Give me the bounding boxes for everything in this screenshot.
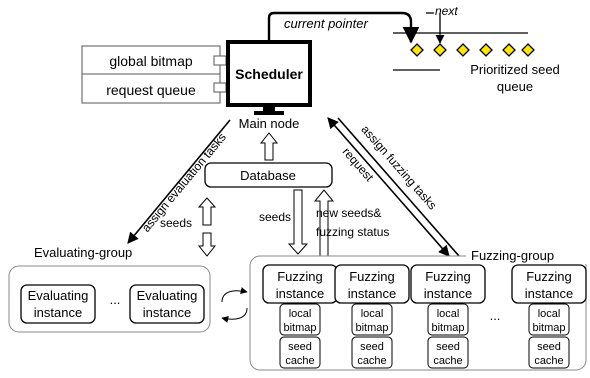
seed-diamond bbox=[410, 43, 424, 57]
fuzzing-group: Fuzzing-group Fuzzing instance local bitmap… bbox=[249, 248, 588, 371]
database-box: Database bbox=[204, 162, 333, 188]
seed-cache bbox=[427, 336, 469, 369]
database-to-main-arrow bbox=[259, 132, 279, 161]
seed-cache bbox=[528, 336, 570, 369]
database-label: Database bbox=[240, 168, 296, 183]
queue-title-line1: Prioritized seed bbox=[470, 62, 560, 77]
seed-cache-line1: seed bbox=[436, 341, 460, 353]
local-bitmap-line1: local bbox=[437, 308, 460, 320]
queue-title-line2: queue bbox=[497, 79, 533, 94]
local-bitmap-line1: local bbox=[289, 308, 312, 320]
fuzzing-instance-line2: instance bbox=[525, 286, 573, 301]
seed-cache-line2: cache bbox=[433, 355, 462, 367]
scheduler-monitor: Scheduler bbox=[226, 40, 312, 115]
seed-diamond bbox=[502, 43, 516, 57]
seeds-mid-label: seeds bbox=[259, 210, 291, 224]
current-pointer: current pointer bbox=[267, 11, 420, 44]
fuzzing-instance bbox=[511, 264, 587, 304]
seeds-left-arrow: seeds bbox=[160, 197, 217, 257]
fuzzing-instance-line1: Fuzzing bbox=[277, 269, 323, 284]
seeds-left-label: seeds bbox=[160, 216, 192, 230]
evaluating-instance-line2: instance bbox=[143, 305, 191, 320]
fuzzing-instance-line2: instance bbox=[424, 286, 472, 301]
evaluating-instance-line1: Evaluating bbox=[28, 288, 89, 303]
fuzzing-instance-line1: Fuzzing bbox=[349, 269, 395, 284]
prioritized-seed-queue: Prioritized seed queue bbox=[393, 32, 560, 94]
seed-cache-line2: cache bbox=[357, 355, 386, 367]
fuzzing-instances: Fuzzing instance local bitmap seed cache Fuzzi… bbox=[262, 264, 587, 369]
seed-cache bbox=[351, 336, 393, 369]
seed-diamonds bbox=[410, 43, 535, 57]
seed-cache-line2: cache bbox=[285, 355, 314, 367]
request-queue-label: request queue bbox=[106, 82, 196, 98]
seed-cache-line1: seed bbox=[288, 341, 312, 353]
seed-cache bbox=[279, 336, 321, 369]
local-bitmap bbox=[279, 303, 321, 336]
main-node-caption: Main node bbox=[239, 116, 300, 131]
global-bitmap-label: global bitmap bbox=[109, 53, 192, 69]
seed-diamond bbox=[479, 43, 493, 57]
scheduler-side-panel: global bitmap request queue bbox=[81, 45, 227, 104]
swap-arrows bbox=[221, 287, 248, 323]
fuzzing-instance-line2: instance bbox=[276, 286, 324, 301]
seeds-mid-arrow: seeds bbox=[259, 189, 309, 255]
scheduler-label: Scheduler bbox=[235, 66, 303, 82]
fuzzing-instance bbox=[410, 264, 486, 304]
local-bitmap-line1: local bbox=[538, 308, 561, 320]
request-label: request bbox=[340, 145, 377, 185]
fuzzing-instance-line1: Fuzzing bbox=[425, 269, 471, 284]
local-bitmap-line2: bitmap bbox=[431, 322, 464, 334]
fuzzing-instance-line2: instance bbox=[348, 286, 396, 301]
local-bitmap bbox=[528, 303, 570, 336]
current-pointer-label: current pointer bbox=[284, 16, 368, 31]
seed-cache-line2: cache bbox=[534, 355, 563, 367]
fuzzing-ellipsis: ... bbox=[490, 308, 501, 323]
fuzzing-instance-line1: Fuzzing bbox=[526, 269, 572, 284]
fuzzing-group-title: Fuzzing-group bbox=[471, 248, 554, 263]
evaluating-instance bbox=[20, 284, 96, 324]
next-label: next bbox=[435, 4, 458, 18]
next-pointer: next bbox=[426, 4, 458, 44]
local-bitmap-line2: bitmap bbox=[283, 322, 316, 334]
local-bitmap-line2: bitmap bbox=[355, 322, 388, 334]
fuzzing-instance bbox=[334, 264, 410, 304]
evaluating-group-title: Evaluating-group bbox=[34, 245, 132, 260]
seed-cache-line1: seed bbox=[537, 341, 561, 353]
seed-diamond bbox=[521, 43, 535, 57]
new-seeds-label-line1: new seeds& bbox=[316, 206, 381, 220]
evaluating-instance bbox=[129, 284, 205, 324]
seed-diamond bbox=[433, 43, 447, 57]
new-seeds-arrow: new seeds& fuzzing status bbox=[313, 189, 389, 257]
evaluating-instance-line2: instance bbox=[34, 305, 82, 320]
seed-diamond bbox=[456, 43, 470, 57]
local-bitmap-line2: bitmap bbox=[532, 322, 565, 334]
local-bitmap-line1: local bbox=[361, 308, 384, 320]
evaluating-ellipsis: ... bbox=[110, 292, 121, 307]
seed-cache-line1: seed bbox=[360, 341, 384, 353]
new-seeds-label-line2: fuzzing status bbox=[316, 225, 389, 239]
local-bitmap bbox=[427, 303, 469, 336]
evaluating-instance-line1: Evaluating bbox=[137, 288, 198, 303]
evaluating-group: Evaluating-group Evaluating instance ...… bbox=[8, 245, 211, 333]
local-bitmap bbox=[351, 303, 393, 336]
